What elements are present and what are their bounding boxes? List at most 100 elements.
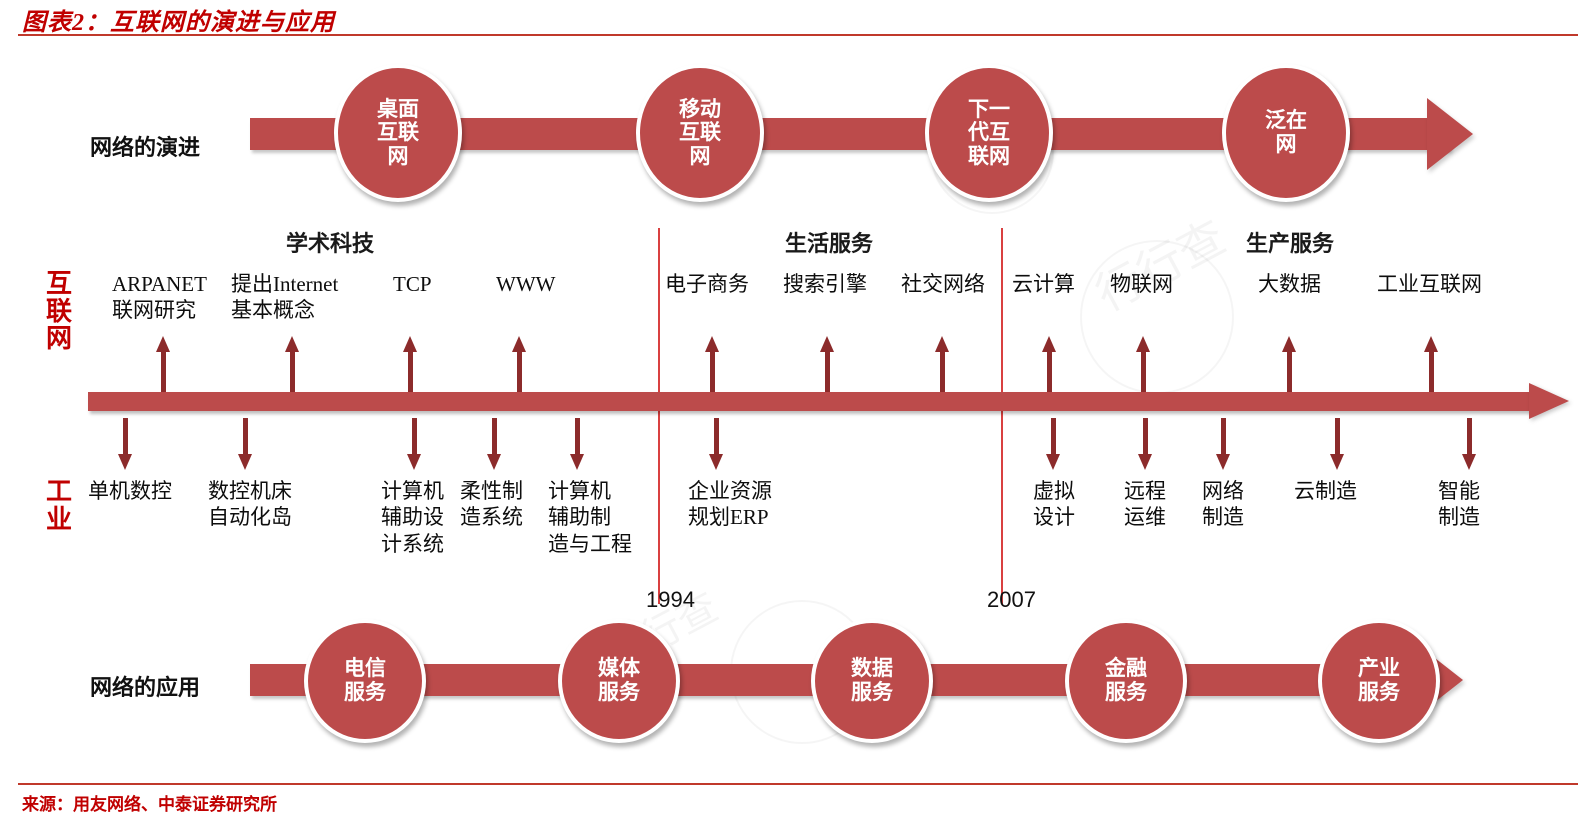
item-line: 计算机 xyxy=(548,479,611,503)
item-line: 造系统 xyxy=(460,505,523,530)
industry-item: 云制造 xyxy=(1294,478,1357,504)
item-line: 大数据 xyxy=(1258,272,1321,296)
main-timeline-arrowhead xyxy=(1529,383,1569,419)
arrow-shaft xyxy=(1429,350,1434,394)
arrow-shaft xyxy=(1287,350,1292,394)
item-line: 数控机床 xyxy=(208,479,292,503)
item-line: 辅助制 xyxy=(548,505,611,530)
main-timeline-bar xyxy=(88,392,1531,411)
internet-item: 工业互联网 xyxy=(1377,272,1482,298)
arrow-shaft xyxy=(1221,418,1226,456)
application-node[interactable]: 数据 服务 xyxy=(811,619,933,743)
node-line: 移动 xyxy=(679,96,721,121)
up-arrow xyxy=(935,336,950,394)
arrow-shaft xyxy=(1143,418,1148,456)
up-arrow xyxy=(512,336,527,394)
arrow-shaft xyxy=(1051,418,1056,456)
internet-item: 云计算 xyxy=(1012,272,1075,298)
item-line: 社交网络 xyxy=(901,272,985,296)
item-line: 联网研究 xyxy=(112,297,196,322)
application-node[interactable]: 电信 服务 xyxy=(304,619,426,743)
era-divider-1994 xyxy=(658,228,660,603)
watermark-ring xyxy=(1080,240,1234,394)
industry-item: 智能 制造 xyxy=(1438,478,1480,531)
item-line: 网络 xyxy=(1202,479,1244,503)
arrow-head-icon xyxy=(935,336,949,352)
down-arrow xyxy=(1330,418,1345,470)
evolution-row-label: 网络的演进 xyxy=(90,135,201,160)
arrow-head-icon xyxy=(1042,336,1056,352)
item-line: 智能 xyxy=(1438,479,1480,503)
node-line: 媒体 xyxy=(598,656,640,681)
arrow-shaft xyxy=(575,418,580,456)
item-line: 自动化岛 xyxy=(208,505,292,530)
arrow-head-icon xyxy=(403,336,417,352)
node-line: 电信 xyxy=(344,656,386,681)
side-label-char: 网 xyxy=(45,324,72,354)
down-arrow xyxy=(709,418,724,470)
arrow-head-icon xyxy=(285,336,299,352)
arrow-head-icon xyxy=(1330,454,1344,470)
arrow-head-icon xyxy=(512,336,526,352)
title-divider xyxy=(18,34,1578,36)
node-line: 下一 xyxy=(968,96,1010,121)
internet-item: 电子商务 xyxy=(665,272,749,298)
item-line: 柔性制 xyxy=(460,479,523,503)
node-line: 互联 xyxy=(679,120,721,145)
up-arrow xyxy=(156,336,171,394)
application-node[interactable]: 媒体 服务 xyxy=(558,619,680,743)
node-line: 金融 xyxy=(1105,656,1147,681)
industry-item: 柔性制 造系统 xyxy=(460,478,523,531)
item-line: 规划ERP xyxy=(688,505,769,530)
arrow-shaft xyxy=(1335,418,1340,456)
evolution-pipeline-arrowhead xyxy=(1427,98,1473,170)
evolution-node[interactable]: 泛在 网 xyxy=(1222,64,1350,202)
up-arrow xyxy=(285,336,300,394)
year-tick xyxy=(658,578,660,604)
internet-item: TCP xyxy=(393,272,432,298)
arrow-shaft xyxy=(825,350,830,394)
item-line: 云计算 xyxy=(1012,272,1075,296)
application-row-label: 网络的应用 xyxy=(90,675,201,700)
arrow-head-icon xyxy=(709,454,723,470)
arrow-shaft xyxy=(412,418,417,456)
application-node[interactable]: 产业 服务 xyxy=(1318,619,1440,743)
node-line: 网 xyxy=(689,143,711,168)
node-line: 联网 xyxy=(968,143,1010,168)
arrow-head-icon xyxy=(1462,454,1476,470)
item-line: 电子商务 xyxy=(665,272,749,296)
application-node[interactable]: 金融 服务 xyxy=(1065,619,1187,743)
evolution-node[interactable]: 桌面 互联 网 xyxy=(334,64,462,202)
industry-item: 远程 运维 xyxy=(1124,478,1166,531)
down-arrow xyxy=(570,418,585,470)
down-arrow xyxy=(487,418,502,470)
arrow-head-icon xyxy=(1046,454,1060,470)
evolution-node[interactable]: 下一 代互 联网 xyxy=(925,64,1053,202)
item-line: WWW xyxy=(496,272,556,296)
internet-item: 社交网络 xyxy=(901,272,985,298)
node-line: 服务 xyxy=(344,680,386,704)
arrow-head-icon xyxy=(570,454,584,470)
evolution-node[interactable]: 移动 互联 网 xyxy=(636,64,764,202)
down-arrow xyxy=(238,418,253,470)
arrow-head-icon xyxy=(1216,454,1230,470)
page-title: 图表2：互联网的演进与应用 xyxy=(22,10,335,36)
node-line: 服务 xyxy=(598,680,640,704)
arrow-head-icon xyxy=(1136,336,1150,352)
item-line: 虚拟 xyxy=(1033,479,1075,503)
arrow-shaft xyxy=(161,350,166,394)
watermark-text: 行行查 xyxy=(1083,201,1236,324)
up-arrow xyxy=(1136,336,1151,394)
arrow-shaft xyxy=(1467,418,1472,456)
item-line: 工业互联网 xyxy=(1377,272,1482,296)
side-label-internet: 互 联 网 xyxy=(42,270,76,353)
arrow-shaft xyxy=(408,350,413,394)
arrow-head-icon xyxy=(820,336,834,352)
side-label-char: 联 xyxy=(45,296,72,326)
item-line: 造与工程 xyxy=(548,531,632,556)
arrow-head-icon xyxy=(1138,454,1152,470)
internet-item: ARPANET 联网研究 xyxy=(112,272,207,323)
side-label-char: 业 xyxy=(45,504,72,534)
up-arrow xyxy=(403,336,418,394)
industry-item: 计算机 辅助制 造与工程 xyxy=(548,478,632,557)
